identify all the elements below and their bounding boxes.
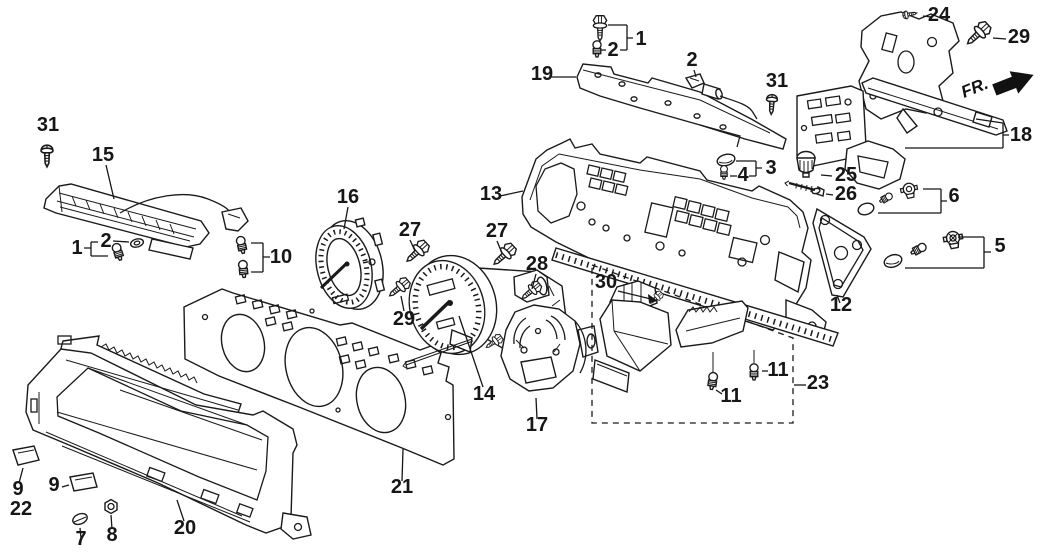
callout-4: 4	[737, 164, 749, 186]
callout-13: 13	[480, 183, 502, 205]
callout-8: 8	[106, 524, 117, 546]
callout-1-b: 1	[635, 28, 646, 50]
callout-12: 12	[830, 294, 852, 316]
callout-27-a: 27	[399, 219, 421, 241]
callout-24: 24	[928, 4, 951, 26]
part-25-sensor	[796, 150, 816, 178]
part-6-bulb-socket	[857, 181, 920, 216]
part-8-nut	[104, 498, 118, 515]
callout-29-a: 29	[393, 308, 415, 330]
callout-1-a: 1	[71, 237, 82, 259]
part-3-4-bulb	[716, 153, 736, 180]
part-10-bulbs	[234, 235, 250, 279]
callout-23: 23	[807, 372, 829, 394]
callout-10: 10	[270, 246, 292, 268]
callout-2-b: 2	[607, 39, 618, 61]
callout-11-b: 11	[767, 359, 788, 381]
part-16-tachometer-drawing	[315, 217, 386, 310]
part-2-wire-clip	[684, 73, 758, 120]
part-31-screw-middle	[765, 93, 779, 116]
callout-26: 26	[835, 183, 857, 205]
callout-18: 18	[1010, 124, 1032, 146]
callout-25: 25	[835, 164, 857, 186]
part-1-2-top-hardware	[592, 14, 608, 58]
fr-label: FR.	[958, 74, 991, 102]
callout-14: 14	[473, 383, 496, 405]
part-20-housing-drawing	[25, 335, 312, 540]
part-26-screw	[784, 180, 825, 197]
part-21-faceplate-drawing	[183, 288, 455, 466]
part-15-lamp-assembly-drawing	[43, 183, 249, 260]
part-1-2-bulb-left	[110, 238, 145, 262]
callout-31-b: 31	[766, 70, 788, 92]
callout-9-b: 9	[48, 474, 59, 496]
leader-lines	[18, 15, 1009, 539]
part-31-screw-topleft	[40, 144, 54, 168]
callout-2-c: 2	[686, 49, 697, 71]
callout-27-b: 27	[486, 220, 508, 242]
callout-20: 20	[174, 517, 196, 539]
callout-16: 16	[337, 186, 359, 208]
callout-7: 7	[75, 528, 86, 550]
part-13-case-drawing	[521, 138, 839, 347]
callout-22: 22	[10, 498, 32, 520]
part-27-bolt-left	[401, 237, 432, 268]
part-7-clip	[72, 512, 88, 526]
leader-arrowhead-30	[648, 294, 658, 303]
part-17-gauge-drawing	[500, 304, 599, 392]
part-23-dashed-group	[591, 264, 794, 424]
part-5-bulb-socket	[883, 229, 965, 269]
callout-labels: 31 15 1 2 10 16 27 29 14 27 28 13 19 1 2…	[10, 4, 1032, 550]
callout-11-a: 11	[720, 385, 741, 407]
part-29-bolt-topright	[961, 18, 994, 50]
part-9-pad-left	[12, 445, 40, 466]
callout-5: 5	[994, 235, 1005, 257]
callout-17: 17	[526, 414, 548, 436]
callout-2-a: 2	[100, 230, 111, 252]
part-12-plate-drawing	[812, 207, 872, 298]
callout-31-a: 31	[37, 114, 59, 136]
callout-28: 28	[526, 253, 548, 275]
part-29-bolt-left	[385, 275, 413, 302]
fr-direction-arrow: FR.	[958, 71, 1034, 102]
part-18-bracket-drawing	[796, 11, 1008, 190]
callout-19: 19	[531, 63, 553, 85]
part-19-panel-drawing	[576, 63, 787, 150]
callout-30: 30	[595, 271, 617, 293]
callout-3: 3	[765, 157, 776, 179]
callout-15: 15	[92, 144, 114, 166]
part-9-pad-right	[69, 472, 98, 492]
part-27-bolt-right	[488, 240, 519, 271]
callout-29-b: 29	[1008, 26, 1030, 48]
callout-9-a: 9	[12, 478, 23, 500]
callout-6: 6	[948, 185, 959, 207]
callout-21: 21	[391, 476, 413, 498]
